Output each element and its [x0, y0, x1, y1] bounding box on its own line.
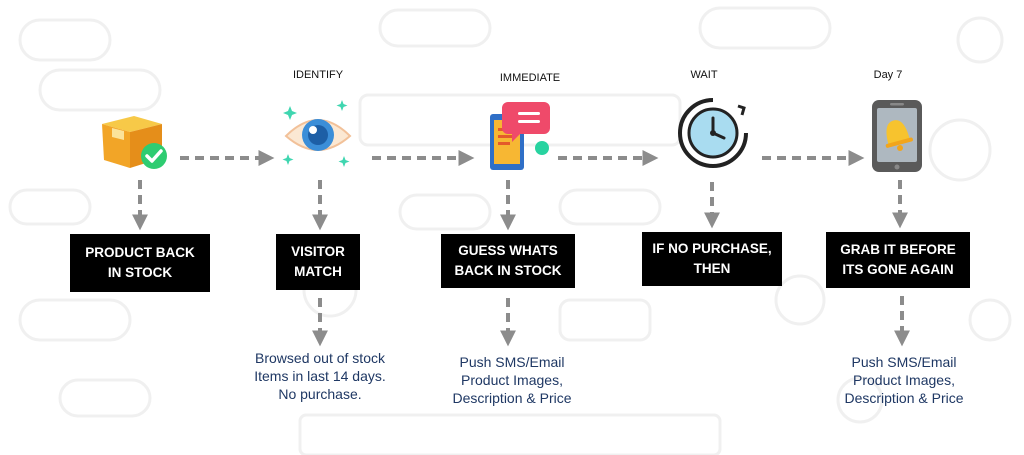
stage-label-day7: Day 7 — [873, 69, 903, 81]
desc-line: Items in last 14 days. — [254, 368, 386, 384]
box-line: BACK IN STOCK — [454, 263, 562, 278]
box-line: GRAB IT BEFORE — [840, 242, 956, 257]
desc-immediate: Push SMS/Email Product Images, Descripti… — [452, 353, 571, 407]
box-line: VISITOR — [291, 244, 345, 259]
desc-line: Product Images, — [461, 372, 563, 388]
phone-bell-icon — [872, 100, 922, 172]
box-if-no-purchase-then: IF NO PURCHASE, THEN — [642, 232, 782, 286]
desc-visitor-match: Browsed out of stock Items in last 14 da… — [254, 349, 386, 403]
box-visitor-match: VISITOR MATCH — [276, 234, 360, 290]
box-grab-it-before-its-gone-again: GRAB IT BEFORE ITS GONE AGAIN — [826, 232, 970, 288]
stage-label-immediate: IMMEDIATE — [499, 72, 561, 84]
box-line: PRODUCT BACK — [85, 245, 195, 260]
box-product-back-in-stock: PRODUCT BACK IN STOCK — [70, 234, 210, 292]
phone-message-icon — [490, 102, 550, 170]
stage-label-wait: WAIT — [690, 69, 718, 81]
desc-line: Product Images, — [853, 372, 955, 388]
box-line: THEN — [693, 261, 731, 276]
stage-label-identify: IDENTIFY — [292, 69, 344, 81]
box-line: GUESS WHATS — [458, 243, 558, 258]
desc-line: Description & Price — [452, 390, 572, 406]
box-line: ITS GONE AGAIN — [842, 262, 954, 277]
box-line: IN STOCK — [107, 265, 173, 280]
package-check-icon — [102, 116, 167, 169]
desc-day7: Push SMS/Email Product Images, Descripti… — [844, 353, 963, 407]
desc-line: Push SMS/Email — [851, 354, 957, 370]
desc-line: No purchase. — [278, 386, 362, 402]
box-line: MATCH — [294, 264, 342, 279]
clock-icon — [678, 98, 748, 168]
box-guess-whats-back-in-stock: GUESS WHATS BACK IN STOCK — [441, 234, 575, 288]
eye-icon — [282, 100, 352, 167]
desc-line: Browsed out of stock — [255, 350, 385, 366]
desc-line: Push SMS/Email — [459, 354, 565, 370]
desc-line: Description & Price — [844, 390, 964, 406]
box-line: IF NO PURCHASE, — [652, 241, 772, 256]
